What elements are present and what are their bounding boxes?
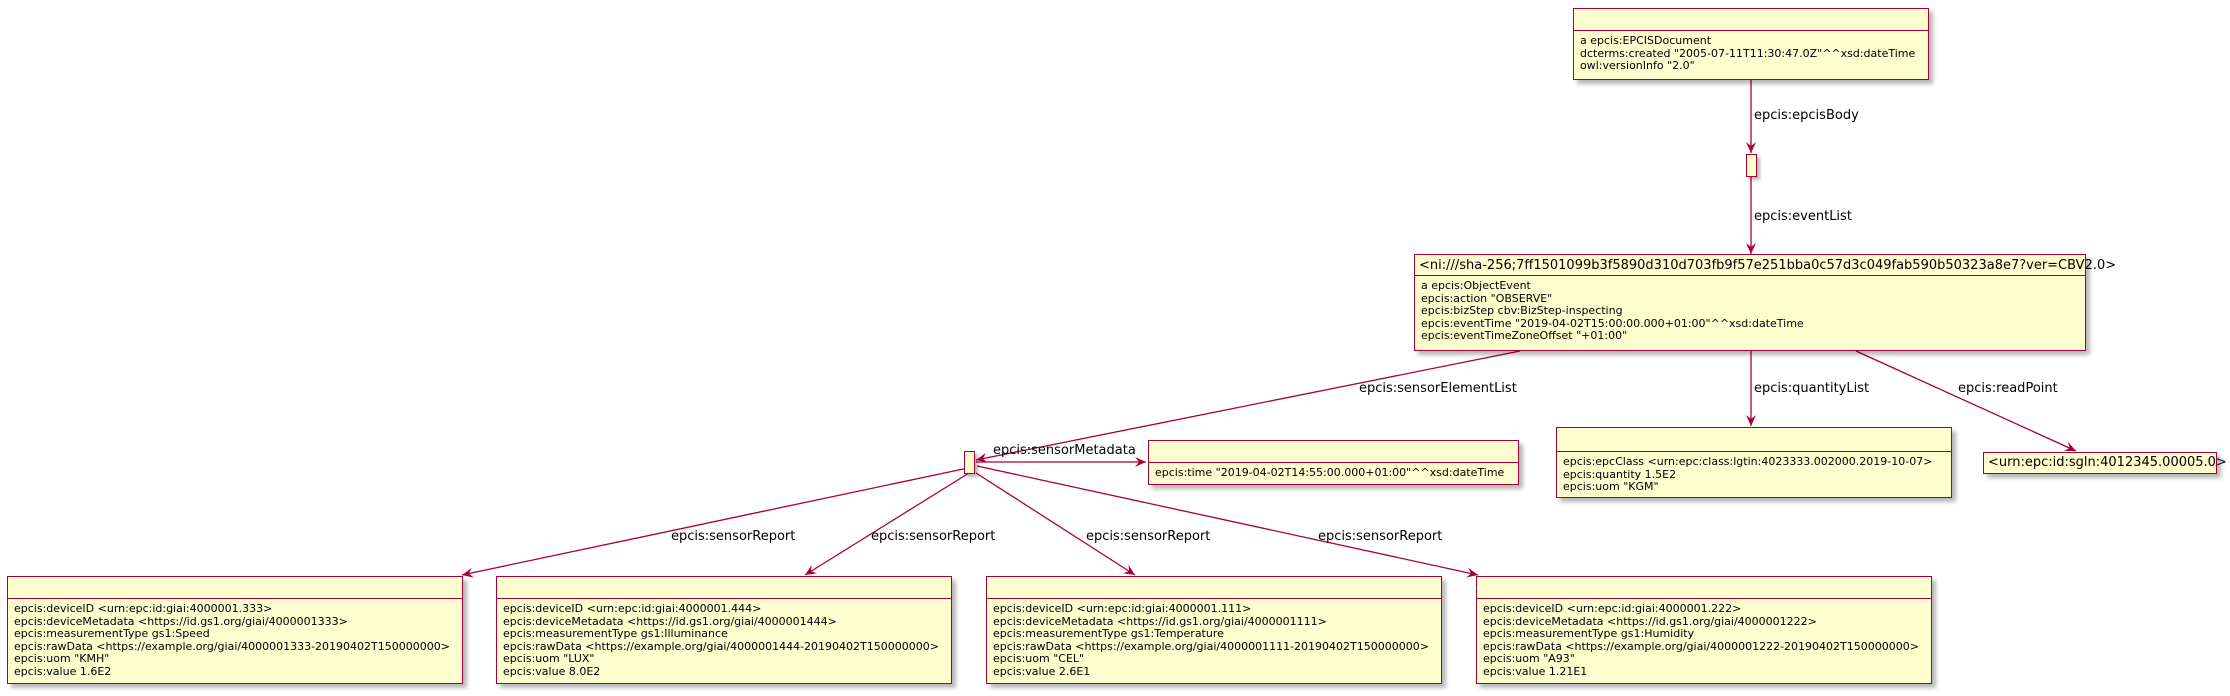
edge-label-sensor-report-2: epcis:sensorReport — [871, 529, 996, 544]
node-line: epcis:deviceMetadata <https://id.gs1.org… — [993, 614, 1327, 628]
node-body: epcis:epcClass <urn:epc:class:lgtin:4023… — [1557, 452, 1951, 497]
edge-sensor-report-2 — [804, 472, 970, 576]
node-line: epcis:measurementType gs1:Illuminance — [503, 627, 728, 641]
edge-label-sensor-report-1: epcis:sensorReport — [671, 529, 796, 544]
node-line: epcis:value 8.0E2 — [503, 664, 601, 678]
node-line: epcis:rawData <https://example.org/giai/… — [1483, 639, 1919, 653]
node-title — [497, 577, 951, 599]
node-line: epcis:quantity 1.5E2 — [1563, 467, 1677, 481]
node-line: epcis:measurementType gs1:Temperature — [993, 627, 1224, 641]
edge-sensor-report-3 — [975, 472, 1136, 576]
node-body: epcis:deviceID <urn:epc:id:giai:4000001.… — [8, 599, 462, 682]
node-line: epcis:deviceMetadata <https://id.gs1.org… — [1483, 614, 1817, 628]
node-title — [987, 577, 1441, 599]
node-line: epcis:value 1.21E1 — [1483, 664, 1588, 678]
edge-label-sensor-element-list: epcis:sensorElementList — [1359, 381, 1517, 396]
node-line: epcis:deviceMetadata <https://id.gs1.org… — [14, 614, 348, 628]
sensor-report-node-illuminance: epcis:deviceID <urn:epc:id:giai:4000001.… — [496, 576, 952, 684]
node-line: epcis:value 1.6E2 — [14, 664, 112, 678]
node-line: epcis:epcClass <urn:epc:class:lgtin:4023… — [1563, 455, 1933, 468]
node-title: <ni:///sha-256;7ff1501099b3f5890d310d703… — [1415, 255, 2116, 276]
edge-label-read-point: epcis:readPoint — [1958, 381, 2058, 396]
node-line: epcis:uom "CEL" — [993, 652, 1085, 666]
node-line: epcis:bizStep cbv:BizStep-inspecting — [1421, 304, 1623, 318]
node-line: epcis:value 2.6E1 — [993, 664, 1091, 678]
read-point-node: <urn:epc:id:sgln:4012345.00005.0> — [1983, 452, 2227, 474]
quantity-element-node: epcis:epcClass <urn:epc:class:lgtin:4023… — [1556, 427, 1952, 498]
edge-label-sensor-report-3: epcis:sensorReport — [1086, 529, 1211, 544]
node-line: epcis:rawData <https://example.org/giai/… — [14, 639, 450, 653]
edge-sensor-element-list — [975, 350, 1521, 463]
edge-label-event-list: epcis:eventList — [1754, 209, 1852, 224]
node-line: epcis:deviceID <urn:epc:id:giai:4000001.… — [1483, 602, 1742, 615]
node-body: epcis:deviceID <urn:epc:id:giai:4000001.… — [987, 599, 1441, 682]
node-line: epcis:eventTime "2019-04-02T15:00:00.000… — [1421, 316, 1804, 330]
node-line: epcis:deviceMetadata <https://id.gs1.org… — [503, 614, 837, 628]
node-line: epcis:measurementType gs1:Speed — [14, 627, 210, 641]
node-body: epcis:deviceID <urn:epc:id:giai:4000001.… — [1477, 599, 1931, 682]
epcis-document-node: a epcis:EPCISDocument dcterms:created "2… — [1573, 8, 1929, 80]
edge-label-epcis-body: epcis:epcisBody — [1754, 108, 1859, 123]
node-line: epcis:deviceID <urn:epc:id:giai:4000001.… — [503, 602, 762, 615]
node-body: a epcis:ObjectEvent epcis:action "OBSERV… — [1415, 276, 2085, 346]
node-line: epcis:deviceID <urn:epc:id:giai:4000001.… — [993, 602, 1252, 615]
epcis-body-blank-node — [1746, 154, 1757, 177]
edge-read-point — [1855, 350, 2077, 452]
node-title — [1149, 441, 1518, 463]
node-body: a epcis:EPCISDocument dcterms:created "2… — [1574, 31, 1928, 76]
edge-sensor-report-1 — [461, 467, 969, 578]
node-line: dcterms:created "2005-07-11T11:30:47.0Z"… — [1580, 46, 1916, 60]
node-line: epcis:uom "LUX" — [503, 652, 595, 666]
edge-sensor-report-4 — [976, 465, 1479, 578]
sensor-report-node-humidity: epcis:deviceID <urn:epc:id:giai:4000001.… — [1476, 576, 1932, 684]
edge-label-quantity-list: epcis:quantityList — [1754, 381, 1870, 396]
node-line: a epcis:ObjectEvent — [1421, 279, 1531, 292]
node-line: epcis:time "2019-04-02T14:55:00.000+01:0… — [1155, 466, 1505, 479]
node-line: epcis:measurementType gs1:Humidity — [1483, 627, 1695, 641]
sensor-element-blank-node — [964, 451, 975, 474]
sensor-report-node-temperature: epcis:deviceID <urn:epc:id:giai:4000001.… — [986, 576, 1442, 684]
sensor-metadata-node: epcis:time "2019-04-02T14:55:00.000+01:0… — [1148, 440, 1519, 485]
object-event-node: <ni:///sha-256;7ff1501099b3f5890d310d703… — [1414, 254, 2116, 351]
node-line: epcis:rawData <https://example.org/giai/… — [993, 639, 1429, 653]
sensor-report-node-speed: epcis:deviceID <urn:epc:id:giai:4000001.… — [7, 576, 463, 684]
node-line: epcis:uom "A93" — [1483, 652, 1575, 666]
node-title — [1574, 9, 1928, 31]
node-line: a epcis:EPCISDocument — [1580, 34, 1712, 47]
node-body: epcis:deviceID <urn:epc:id:giai:4000001.… — [497, 599, 951, 682]
node-line: epcis:uom "KGM" — [1563, 480, 1659, 494]
node-line: epcis:eventTimeZoneOffset "+01:00" — [1421, 329, 1628, 343]
node-body: epcis:time "2019-04-02T14:55:00.000+01:0… — [1149, 463, 1518, 483]
node-line: epcis:action "OBSERVE" — [1421, 291, 1553, 305]
node-title — [1477, 577, 1931, 599]
node-line: epcis:rawData <https://example.org/giai/… — [503, 639, 939, 653]
node-line: epcis:deviceID <urn:epc:id:giai:4000001.… — [14, 602, 273, 615]
edge-label-sensor-report-4: epcis:sensorReport — [1318, 529, 1443, 544]
node-line: epcis:uom "KMH" — [14, 652, 110, 666]
node-title — [8, 577, 462, 599]
edge-label-sensor-metadata: epcis:sensorMetadata — [993, 443, 1136, 458]
node-title — [1557, 428, 1951, 452]
node-title: <urn:epc:id:sgln:4012345.00005.0> — [1988, 455, 2227, 470]
node-line: owl:versionInfo "2.0" — [1580, 59, 1695, 73]
